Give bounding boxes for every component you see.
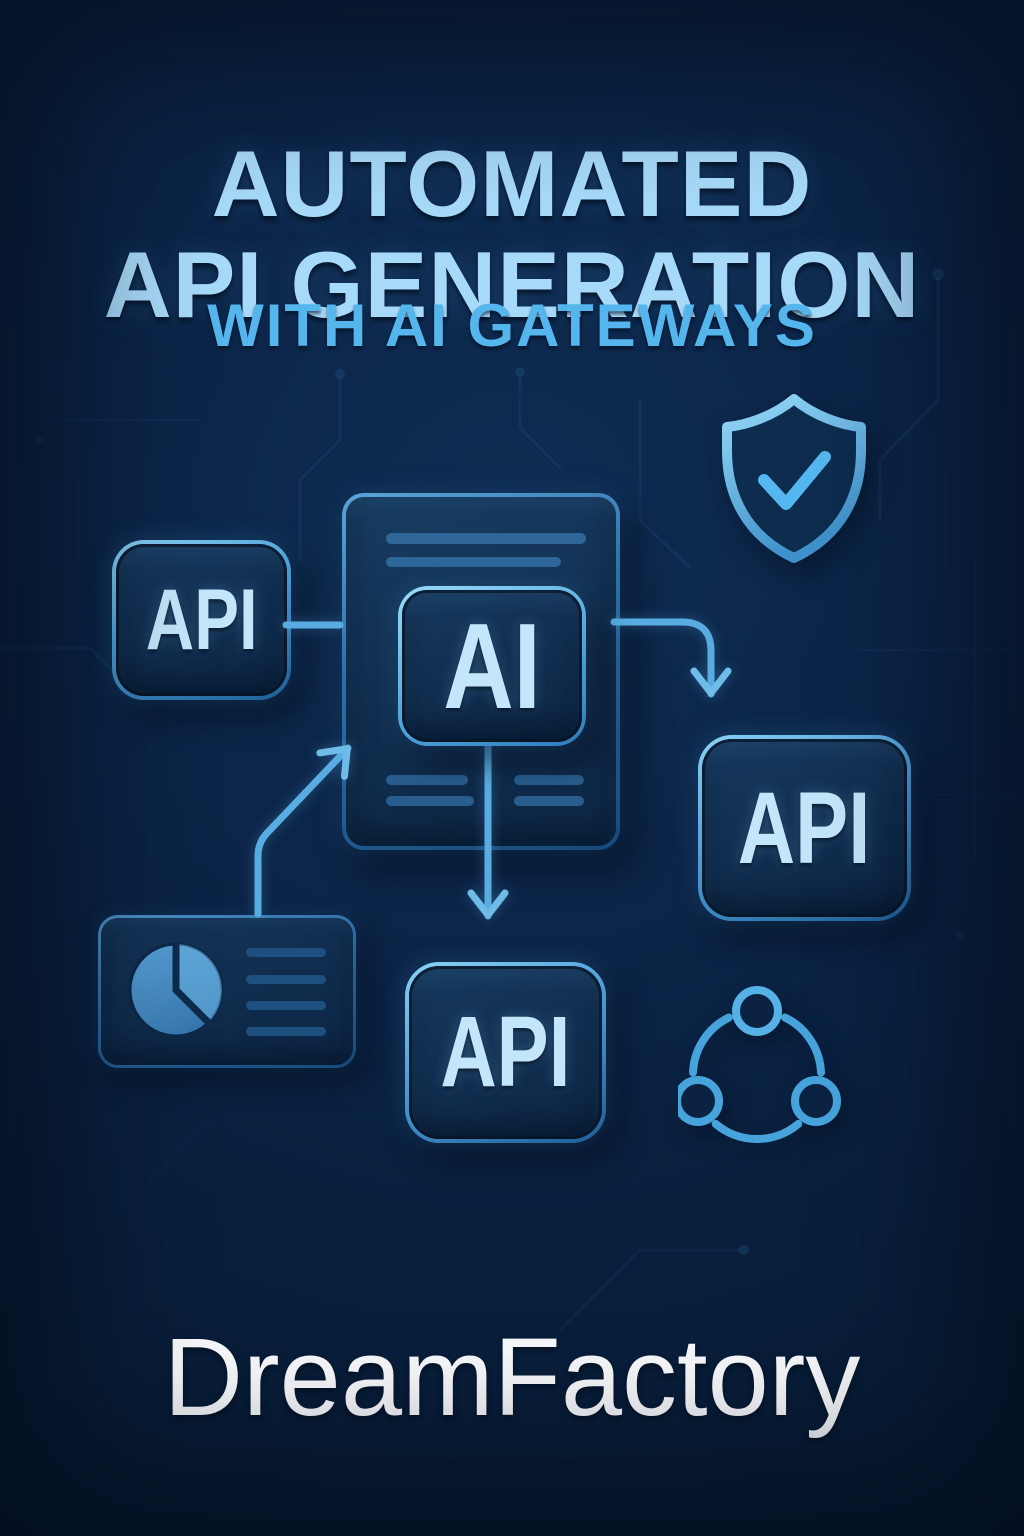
connector-report-to-ai <box>254 744 352 918</box>
doc-text-line <box>386 533 586 544</box>
doc-text-line <box>386 796 474 806</box>
doc-text-line <box>514 796 584 806</box>
ai-node-label: AI <box>443 598 541 734</box>
doc-text-line <box>386 775 468 785</box>
api-node-right: API <box>698 735 911 921</box>
pie-chart-icon <box>125 939 227 1041</box>
page-title: AUTOMATED API GENERATION <box>0 133 1024 335</box>
network-share-icon <box>678 983 844 1143</box>
doc-text-line <box>514 775 584 785</box>
doc-text-line <box>386 557 561 567</box>
report-text-line <box>246 975 326 984</box>
title-line-1: AUTOMATED <box>211 130 813 236</box>
connector-ai-to-api-right <box>610 618 732 698</box>
ai-node: AI <box>398 586 586 746</box>
shield-check-icon <box>714 389 874 569</box>
api-node-bottom-label: API <box>440 996 571 1108</box>
api-node-right-label: API <box>738 770 871 885</box>
report-text-line <box>246 1001 326 1010</box>
api-node-left: API <box>112 540 291 700</box>
report-text-line <box>246 948 326 957</box>
report-text-line <box>246 1027 326 1036</box>
api-node-bottom: API <box>405 962 606 1143</box>
title-line-2: API GENERATION <box>103 231 921 337</box>
api-node-left-label: API <box>145 571 258 668</box>
pie-chart-report-icon <box>98 915 356 1068</box>
page-subtitle: WITH AI GATEWAYS <box>207 292 817 359</box>
brand-logo: DreamFactory <box>163 1316 861 1439</box>
